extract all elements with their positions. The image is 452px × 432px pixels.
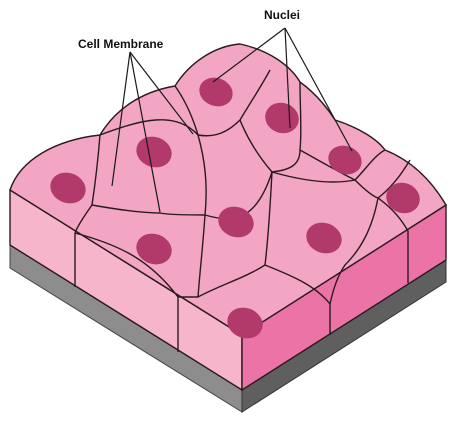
cell-membrane-label: Cell Membrane — [78, 37, 164, 51]
nuclei-label: Nuclei — [264, 8, 300, 22]
